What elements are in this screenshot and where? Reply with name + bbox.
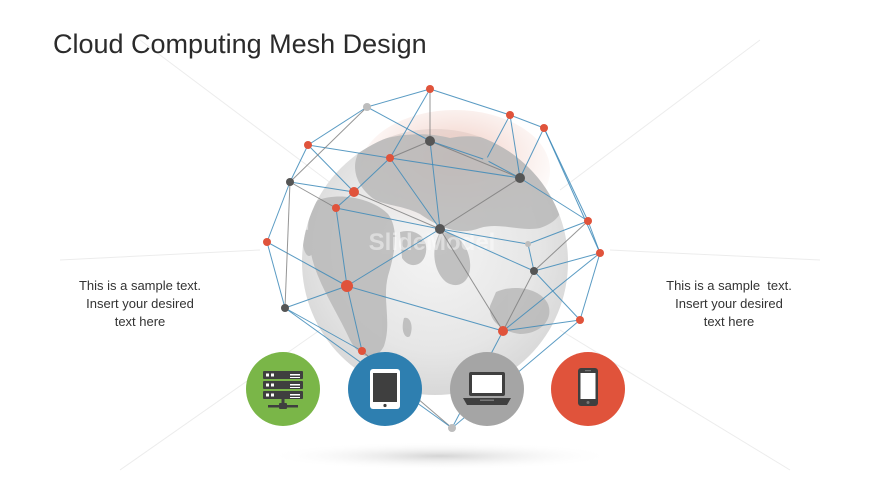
mesh-link	[439, 177, 521, 230]
sample-text-right-line: text here	[703, 314, 755, 329]
mesh-node	[332, 204, 340, 212]
mesh-link	[346, 228, 441, 287]
mesh-link	[346, 285, 363, 352]
page-title: Cloud Computing Mesh Design	[53, 29, 427, 59]
mesh-node	[525, 241, 531, 247]
mesh-node	[263, 238, 271, 246]
mesh-link	[429, 140, 487, 161]
mesh-node	[386, 154, 394, 162]
sample-text-left-line: text here	[114, 314, 166, 329]
mesh-node	[358, 347, 366, 355]
mesh-node	[304, 141, 312, 149]
mesh-link	[429, 140, 441, 230]
smartphone-icon	[551, 352, 625, 426]
mesh-link	[389, 157, 521, 179]
mesh-link	[284, 285, 348, 309]
mesh-node	[425, 136, 435, 146]
sample-text-right-line: This is a sample text.	[666, 278, 792, 293]
mesh-link	[366, 106, 431, 142]
mesh-link	[519, 127, 545, 179]
mesh-link	[527, 220, 589, 245]
mesh-link	[289, 144, 309, 183]
laptop-circle	[450, 352, 524, 426]
mesh-node	[286, 178, 294, 186]
mesh-link	[429, 140, 521, 179]
mesh-link	[579, 252, 601, 321]
mesh-node	[483, 157, 489, 163]
mesh-link	[289, 181, 355, 193]
mesh-node	[515, 173, 525, 183]
tablet-circle	[348, 352, 422, 426]
mesh-link	[509, 114, 545, 129]
mesh-link	[502, 252, 601, 332]
mesh-link	[389, 157, 441, 230]
mesh-nodes	[263, 85, 604, 432]
sample-text-right: This is a sample text. Insert your desir…	[629, 277, 829, 331]
sample-text-right-line: Insert your desired	[675, 296, 783, 311]
mesh-node	[341, 280, 353, 292]
mesh-link	[266, 241, 286, 309]
mesh-node	[498, 326, 508, 336]
mesh-link	[307, 106, 368, 146]
mesh-link	[353, 191, 441, 230]
mesh-node	[576, 316, 584, 324]
mesh-link	[284, 181, 291, 309]
mesh-link	[439, 228, 529, 245]
laptop-icon	[450, 352, 524, 426]
globe: SlideModel	[302, 110, 568, 395]
mesh-link	[335, 207, 441, 230]
mesh-node	[506, 111, 514, 119]
mesh-link	[502, 270, 535, 332]
sample-text-left-line: This is a sample text.	[78, 278, 202, 293]
mesh-node	[435, 224, 445, 234]
mesh-link	[353, 157, 391, 193]
mesh-link	[284, 307, 363, 352]
mesh-link	[439, 228, 535, 272]
mesh-node	[596, 249, 604, 257]
mesh-link	[335, 207, 348, 287]
mesh-link	[485, 159, 521, 179]
tablet-icon	[348, 352, 422, 426]
mesh-link	[509, 114, 521, 179]
mesh-link	[366, 88, 431, 108]
mesh-node	[349, 187, 359, 197]
mesh-node	[540, 124, 548, 132]
mesh-link	[543, 127, 601, 254]
mesh-node	[281, 304, 289, 312]
mesh-link	[307, 144, 355, 193]
mesh-node	[426, 85, 434, 93]
mesh-link	[389, 140, 431, 159]
mesh-link	[289, 181, 337, 209]
mesh-node	[530, 267, 538, 275]
mesh-link	[533, 252, 601, 272]
mesh-link	[389, 88, 431, 159]
server-icon	[246, 352, 320, 426]
mesh-link	[439, 228, 504, 332]
mesh-node	[584, 217, 592, 225]
sample-text-left: This is a sample text. Insert your desir…	[40, 277, 240, 331]
mesh-link	[485, 114, 511, 161]
mesh-link	[533, 220, 589, 272]
mesh-node	[448, 424, 456, 432]
mesh-link	[533, 270, 581, 321]
mesh-link	[346, 285, 504, 332]
sample-text-left-line: Insert your desired	[86, 296, 194, 311]
globe-shadow	[265, 442, 615, 470]
watermark-text: SlideModel	[369, 229, 496, 256]
mesh-link	[527, 243, 535, 272]
mesh-link	[266, 241, 348, 287]
mesh-link	[266, 181, 291, 243]
mesh-node	[363, 103, 371, 111]
mesh-link	[289, 106, 368, 183]
mesh-link	[502, 319, 581, 332]
mesh-link	[519, 177, 589, 222]
server-circle	[246, 352, 320, 426]
background-rays	[59, 39, 821, 471]
mesh-link	[307, 144, 391, 159]
phone-circle	[551, 352, 625, 426]
mesh-link	[429, 88, 511, 116]
